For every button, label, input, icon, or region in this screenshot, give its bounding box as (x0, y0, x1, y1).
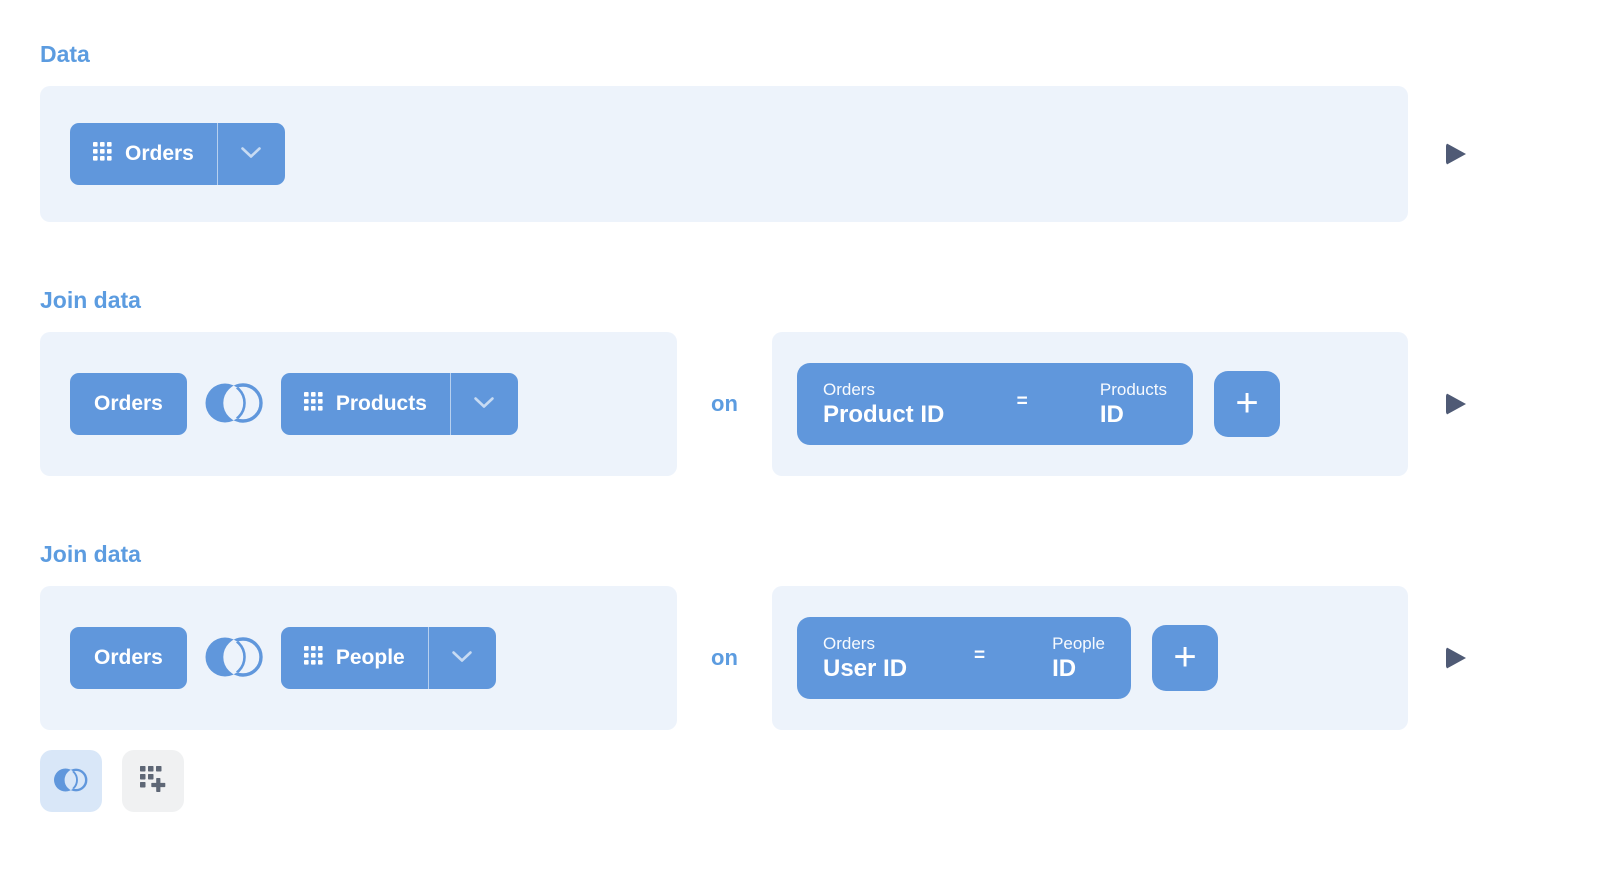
custom-column-button[interactable] (122, 750, 184, 812)
condition-right-table: People (1052, 634, 1105, 653)
join2-section-title: Join data (40, 541, 141, 567)
join1-on-label: on (711, 391, 738, 416)
join1-section-title: Join data (40, 287, 141, 313)
notebook-editor: Data Orders (40, 41, 1622, 812)
join1-table-split-button: Products (280, 373, 518, 435)
data-step-panel: Orders (40, 86, 1408, 222)
condition-left-field: Product ID (823, 401, 945, 428)
join1-base-table-label: Orders (94, 392, 163, 415)
play-icon (1446, 393, 1466, 415)
condition-right-field: ID (1052, 655, 1077, 682)
join2-table-label: People (335, 646, 405, 669)
join2-condition-panel: Orders User ID = People ID + (772, 586, 1408, 730)
join1-table-button[interactable]: Products (281, 373, 450, 435)
join-venn-icon (52, 765, 90, 798)
table-icon (303, 391, 323, 417)
data-step-row: Orders (40, 86, 1622, 222)
join1-tables-panel: Orders (40, 332, 677, 476)
data-source-split-button: Orders (70, 123, 285, 185)
run-join2-step-button[interactable] (1440, 641, 1472, 675)
condition-left-table: Orders (823, 380, 875, 399)
condition-left-field: User ID (823, 655, 908, 682)
data-source-label: Orders (125, 142, 194, 165)
join1-table-label: Products (335, 392, 427, 415)
join1-table-caret-button[interactable] (449, 373, 518, 435)
join1-condition-right: Products ID (1100, 379, 1167, 429)
equals-operator: = (974, 645, 986, 666)
join2-on-label: on (711, 645, 738, 670)
join2-step-row: Orders (40, 586, 1622, 730)
chevron-down-icon (451, 650, 473, 666)
run-join1-step-button[interactable] (1440, 387, 1472, 421)
join2-join-type-button[interactable] (203, 634, 265, 683)
play-icon (1446, 647, 1466, 669)
join2-condition-left: Orders User ID (823, 633, 907, 683)
condition-right-field: ID (1099, 401, 1124, 428)
join2-condition-right: People ID (1052, 633, 1105, 683)
equals-operator: = (1016, 391, 1028, 412)
join1-base-table-pill[interactable]: Orders (70, 373, 187, 435)
chevron-down-icon (240, 146, 262, 162)
left-join-venn-icon (203, 634, 265, 683)
run-data-step-button[interactable] (1440, 137, 1472, 171)
left-join-venn-icon (203, 380, 265, 429)
join1-join-type-button[interactable] (203, 380, 265, 429)
join1-condition-left: Orders Product ID (823, 379, 944, 429)
join2-condition-pill[interactable]: Orders User ID = People ID (797, 617, 1131, 699)
join1-condition-panel: Orders Product ID = Products ID + (772, 332, 1408, 476)
join2-tables-panel: Orders (40, 586, 677, 730)
custom-column-grid-plus-icon (139, 766, 167, 796)
table-icon (93, 141, 112, 167)
join2-base-table-label: Orders (94, 646, 163, 669)
join2-add-condition-button[interactable]: + (1152, 625, 1218, 691)
join2-table-caret-button[interactable] (427, 627, 496, 689)
data-source-button[interactable]: Orders (70, 123, 217, 185)
join1-add-condition-button[interactable]: + (1214, 371, 1280, 437)
join2-table-button[interactable]: People (281, 627, 428, 689)
join1-step-row: Orders (40, 332, 1622, 476)
add-join-step-button[interactable] (40, 750, 102, 812)
condition-left-table: Orders (823, 634, 875, 653)
join1-condition-pill[interactable]: Orders Product ID = Products ID (797, 363, 1193, 445)
join2-base-table-pill[interactable]: Orders (70, 627, 187, 689)
step-actions-footer (40, 750, 1622, 812)
data-section-title: Data (40, 41, 90, 67)
play-icon (1446, 143, 1466, 165)
chevron-down-icon (473, 396, 495, 412)
condition-right-table: Products (1099, 380, 1167, 399)
data-source-caret-button[interactable] (216, 123, 285, 185)
join2-table-split-button: People (280, 627, 496, 689)
table-icon (303, 645, 323, 671)
